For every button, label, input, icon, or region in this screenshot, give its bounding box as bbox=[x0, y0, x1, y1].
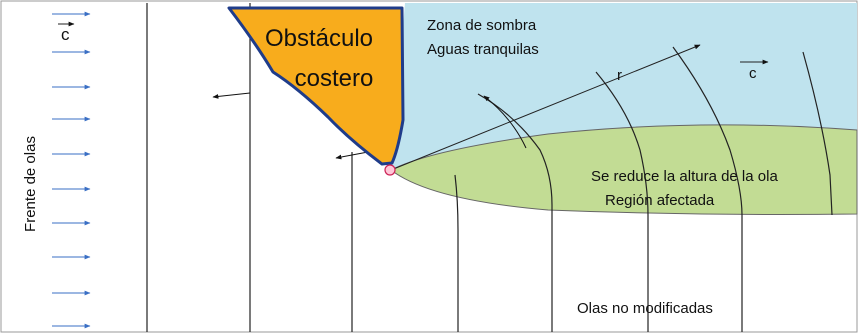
affected-region-label: Región afectada bbox=[605, 192, 715, 209]
diffracted-crest-arc bbox=[477, 93, 553, 332]
radius-symbol: r bbox=[617, 67, 622, 84]
shadow-zone bbox=[391, 3, 857, 170]
celerity-symbol-right: c bbox=[749, 65, 757, 82]
shadow-zone-label: Zona de sombra bbox=[427, 17, 537, 34]
diffracted-crest-arc bbox=[802, 51, 833, 216]
radius-arrow bbox=[390, 44, 701, 171]
obstacle-label-line2: costero bbox=[295, 65, 374, 92]
celerity-symbol-left: c bbox=[61, 25, 70, 44]
reduced-height-label: Se reduce la altura de la ola bbox=[591, 168, 778, 185]
diffracted-crest-arc bbox=[595, 71, 649, 332]
propagation-arrow bbox=[483, 95, 527, 149]
reflected-arrow bbox=[335, 151, 369, 160]
incoming-arrows bbox=[52, 11, 91, 329]
unmodified-waves-label: Olas no modificadas bbox=[577, 300, 713, 317]
obstacle-label-line1: Obstáculo bbox=[265, 25, 373, 52]
wavefront-label: Frente de olas bbox=[22, 136, 39, 232]
coastal-obstacle bbox=[227, 6, 405, 166]
calm-water-label: Aguas tranquilas bbox=[427, 41, 539, 58]
diffracted-crest-arc bbox=[454, 174, 459, 332]
diffracted-crest-arc bbox=[672, 46, 743, 332]
reflected-arrow bbox=[212, 92, 251, 99]
diffraction-point bbox=[384, 164, 396, 176]
